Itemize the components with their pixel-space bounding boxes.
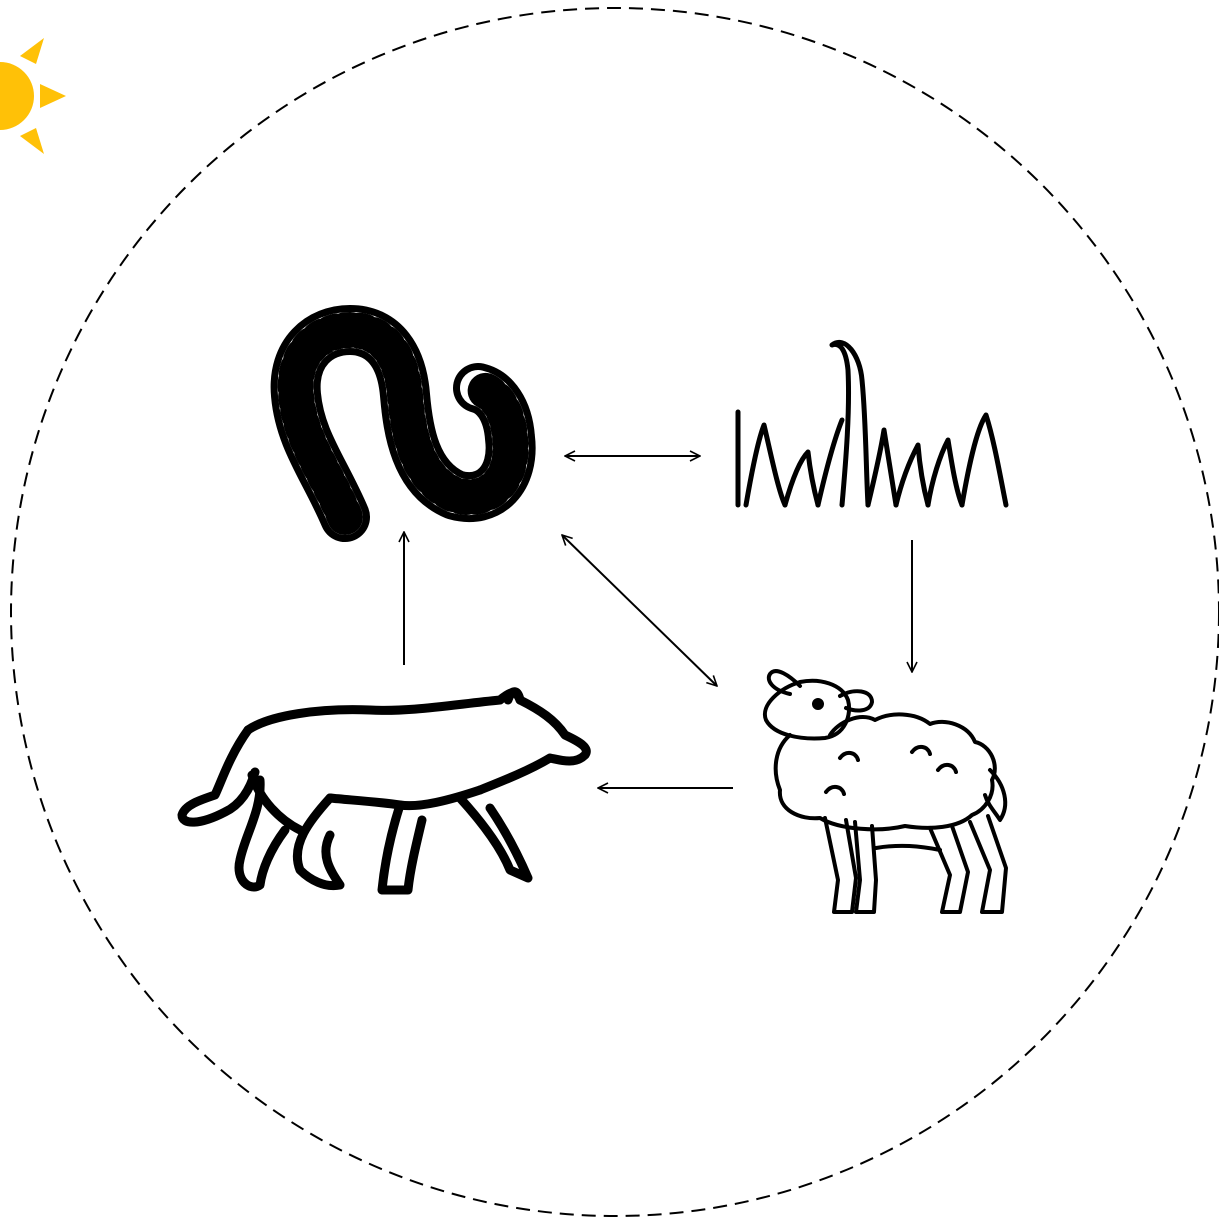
earthworm-icon — [270, 305, 536, 542]
ecosystem-boundary — [10, 7, 1219, 1217]
sheep-icon — [762, 669, 1008, 914]
grass-icon — [735, 340, 1009, 508]
wolf-icon — [177, 687, 591, 895]
sun-icon — [0, 38, 66, 154]
arrow-worm-sheep — [562, 535, 717, 686]
